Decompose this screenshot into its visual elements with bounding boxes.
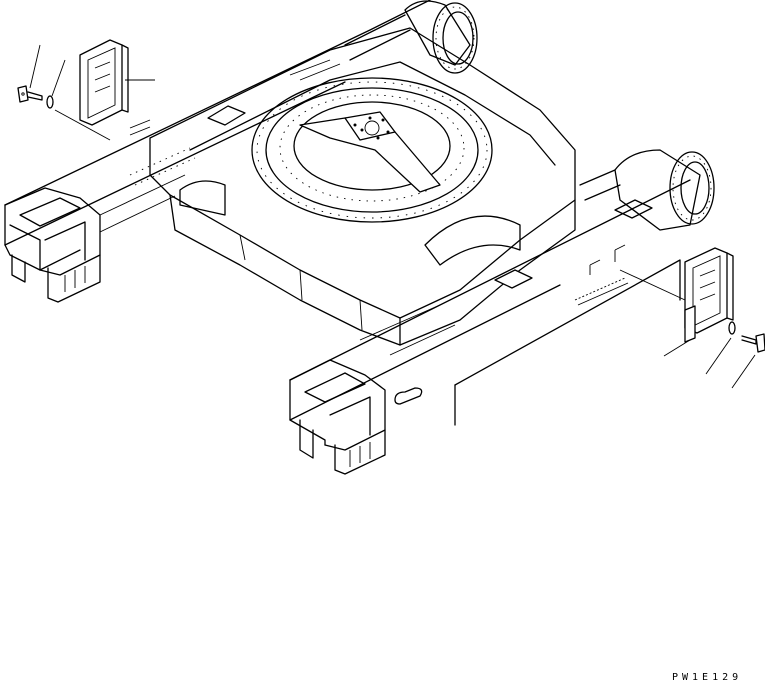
left-drive-housing [345, 1, 477, 73]
right-track-frame [290, 180, 690, 474]
right-bolt [742, 334, 765, 352]
cover-plates [208, 60, 652, 288]
center-frame [150, 28, 575, 345]
drawing-code: PW1E129 [672, 672, 743, 683]
right-track-guard [685, 248, 733, 342]
left-washer [47, 96, 53, 108]
right-leader-lines [620, 270, 755, 388]
center-cross-plate [300, 112, 440, 192]
right-drive-housing [580, 150, 714, 230]
left-track-guard [80, 40, 150, 135]
left-track-frame [5, 0, 430, 302]
right-washer [729, 322, 735, 334]
left-bolt [18, 86, 42, 102]
left-leader-lines [30, 45, 155, 140]
swing-circle [252, 78, 492, 222]
